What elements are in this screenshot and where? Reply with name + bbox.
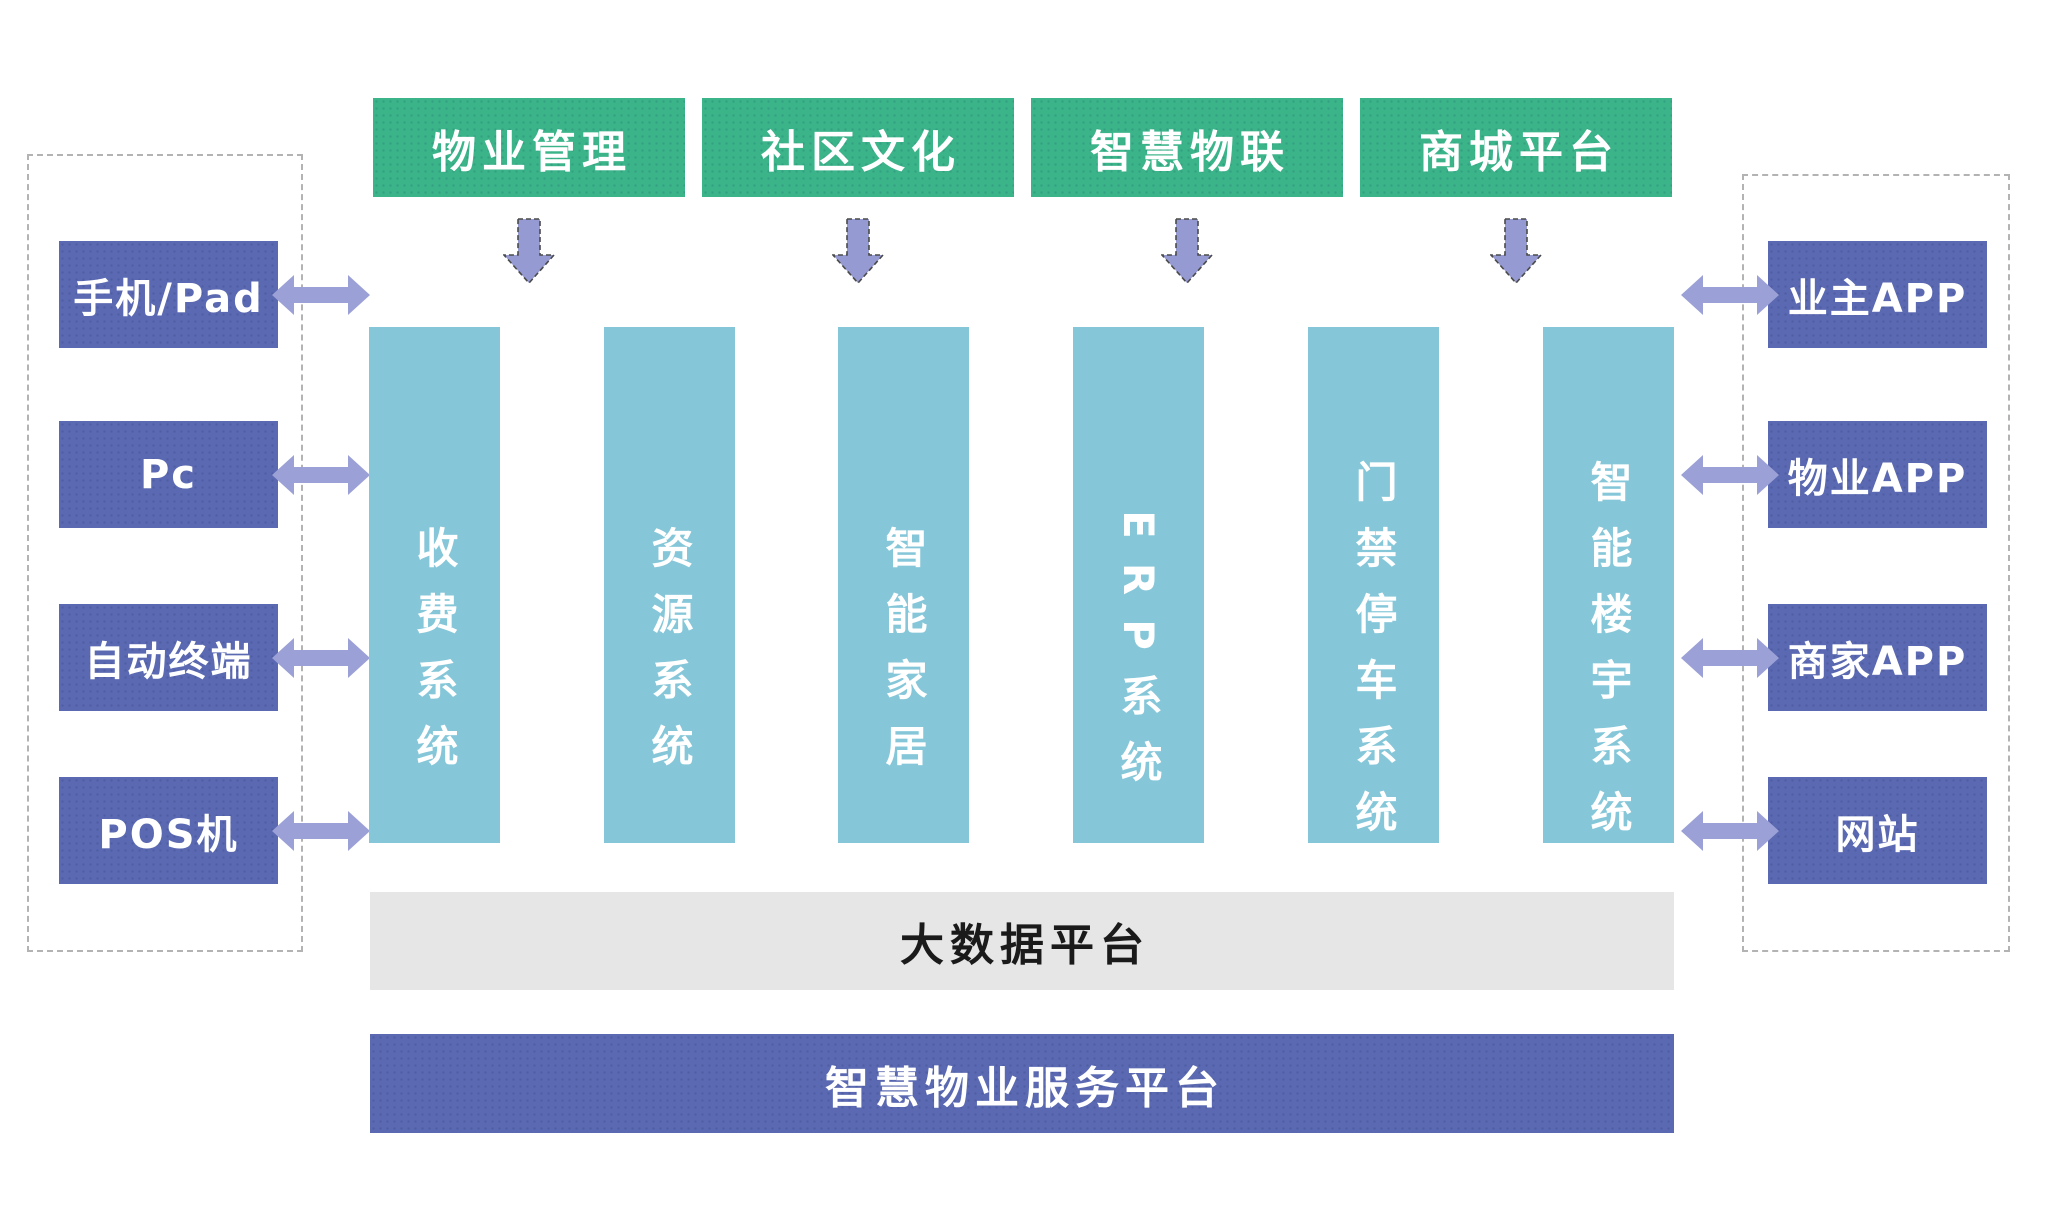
terminal-box-pos: POS机 — [59, 777, 278, 884]
down-arrow-icon — [1490, 218, 1542, 284]
system-column-label: 收费系统 — [410, 526, 459, 790]
system-column-erp: ERP系统 — [1073, 327, 1204, 843]
smart-property-service-platform-bar: 智慧物业服务平台 — [370, 1034, 1674, 1133]
down-arrow-icon — [832, 218, 884, 284]
system-column-smart-building: 智能楼宇系统 — [1543, 327, 1674, 856]
system-column-resource: 资源系统 — [604, 327, 735, 843]
system-column-smart-home: 智能家居 — [838, 327, 969, 843]
system-column-access-parking: 门禁停车系统 — [1308, 327, 1439, 856]
down-arrow-icon — [1161, 218, 1213, 284]
left-right-arrow-icon — [1681, 638, 1779, 678]
left-right-arrow-icon — [272, 275, 370, 315]
down-arrow-icon — [503, 218, 555, 284]
left-right-arrow-icon — [272, 638, 370, 678]
module-box-property-management: 物业管理 — [373, 98, 685, 197]
system-column-label: 门禁停车系统 — [1349, 460, 1398, 856]
left-right-arrow-icon — [1681, 811, 1779, 851]
terminal-box-pc: Pc — [59, 421, 278, 528]
module-box-mall-platform: 商城平台 — [1360, 98, 1672, 197]
left-terminals-group-frame — [27, 154, 303, 952]
system-column-label: 资源系统 — [645, 526, 694, 790]
module-box-community-culture: 社区文化 — [702, 98, 1014, 197]
right-terminals-group-frame — [1742, 174, 2010, 952]
system-column-label: 智能楼宇系统 — [1584, 460, 1633, 856]
left-right-arrow-icon — [1681, 455, 1779, 495]
terminal-box-merchant-app: 商家APP — [1768, 604, 1987, 711]
module-box-smart-iot: 智慧物联 — [1031, 98, 1343, 197]
terminal-box-auto-terminal: 自动终端 — [59, 604, 278, 711]
left-right-arrow-icon — [272, 455, 370, 495]
terminal-box-mobile-pad: 手机/Pad — [59, 241, 278, 348]
big-data-platform-bar: 大数据平台 — [370, 892, 1674, 990]
terminal-box-website: 网站 — [1768, 777, 1987, 884]
system-column-label: 智能家居 — [879, 526, 928, 790]
terminal-box-owner-app: 业主APP — [1768, 241, 1987, 348]
terminal-box-property-app: 物业APP — [1768, 421, 1987, 528]
left-right-arrow-icon — [1681, 275, 1779, 315]
system-column-charging: 收费系统 — [369, 327, 500, 843]
system-column-label: ERP系统 — [1114, 510, 1163, 806]
left-right-arrow-icon — [272, 811, 370, 851]
